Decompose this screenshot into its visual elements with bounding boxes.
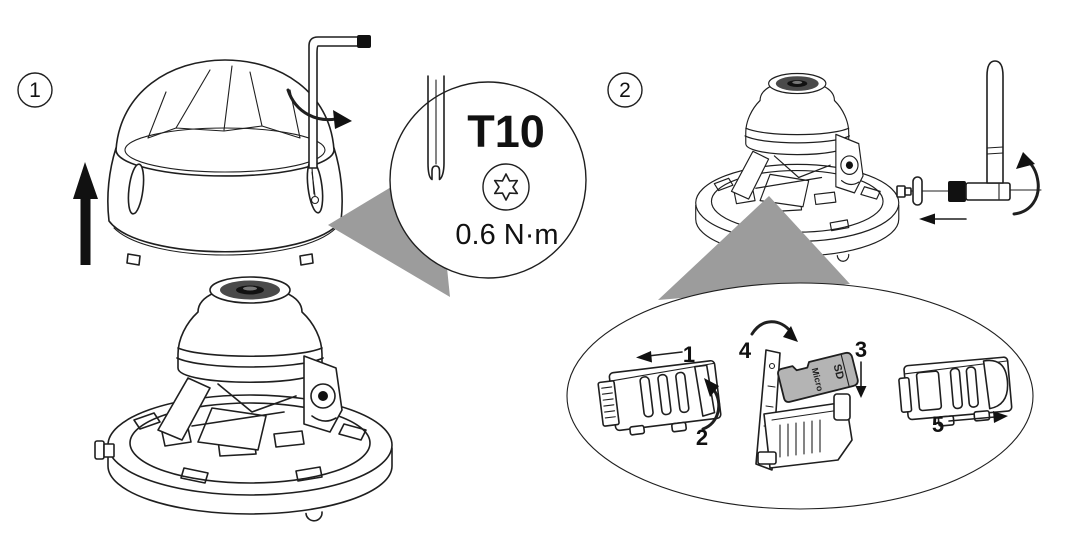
torx-screw-icon: [482, 163, 530, 211]
lift-arrow-icon: [73, 162, 98, 265]
sd-step-label-3: 3: [855, 337, 867, 362]
step-2-figure: 2: [566, 60, 1042, 510]
sd-holder-open-drawing: [755, 349, 853, 471]
sd-step-label-2: 2: [696, 425, 708, 450]
step-1-badge: 1: [17, 72, 53, 108]
antenna-drawing: [896, 60, 1042, 206]
sd-card-callout: 1 2 Micro SD: [566, 282, 1034, 510]
sd-step-arrow-2: [701, 378, 721, 431]
tool-size-label: T10: [467, 106, 545, 157]
micro-sd-card: Micro SD: [777, 351, 859, 403]
sd-card-type-text: SD: [831, 363, 846, 381]
step-1-badge-number: 1: [29, 79, 41, 102]
key-rotate-arrow-icon: [286, 88, 352, 129]
dome-cover-drawing: [107, 59, 343, 266]
step-2-badge: 2: [607, 72, 643, 108]
sd-step-arrow-5: [948, 411, 1008, 423]
sd-holder-closed-drawing: [898, 356, 1013, 427]
antenna-rod: [986, 60, 1004, 184]
base-conduit-stub: [94, 440, 115, 460]
sd-step-label-5: 5: [932, 412, 944, 437]
screw-callout: T10 0.6 N·m: [389, 75, 587, 279]
torx-key-drawing: [308, 35, 371, 195]
sd-step-label-4: 4: [739, 338, 752, 363]
callout-pointer: [658, 196, 850, 300]
antenna-nut: [948, 181, 966, 202]
antenna-insert-arrow-icon: [919, 213, 967, 225]
sd-step-arrow-4: [750, 320, 798, 342]
antenna-washer: [912, 176, 923, 206]
sd-step-arrow-3: [855, 361, 867, 398]
torque-label: 0.6 N·m: [455, 219, 558, 251]
step-2-badge-number: 2: [619, 79, 631, 102]
sd-step-label-1: 1: [683, 342, 695, 367]
sd-holder-unlock-drawing: [597, 359, 722, 436]
antenna-rotate-arrow-icon: [1012, 152, 1040, 216]
step-1-figure: 1: [17, 35, 587, 522]
screwdriver-bit-icon: [427, 75, 445, 181]
camera-assembly-drawing: [107, 276, 393, 522]
sd-step-arrow-1: [636, 351, 683, 363]
dome-screw: [310, 195, 320, 205]
